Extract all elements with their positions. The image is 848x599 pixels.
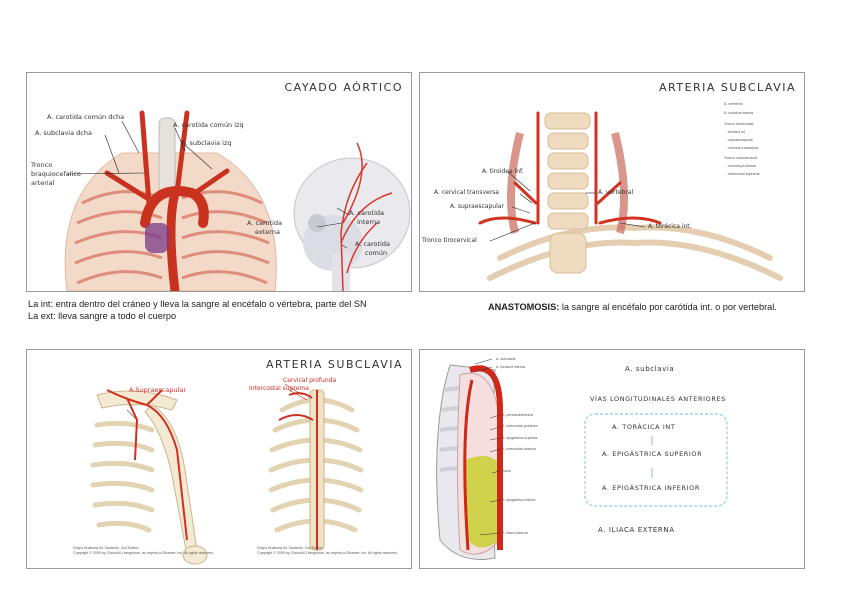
credit-line: Copyright © 2009 by Churchill Livingston… bbox=[73, 551, 214, 555]
subclavia-neck-illustration bbox=[478, 111, 783, 281]
label-carotida-comun-dcha: A. carotida común dcha bbox=[47, 113, 125, 121]
label-subclavia-izq: A. subclavia izq bbox=[181, 139, 232, 147]
caption-line: La int: entra dentro del cráneo y lleva … bbox=[28, 299, 367, 309]
credit-line: Copyright © 2009 by Churchill Livingston… bbox=[257, 551, 398, 555]
label-subclavia-dcha: A. subclavia dcha bbox=[35, 129, 92, 137]
atlas-label: A. epigástrica superior bbox=[502, 436, 538, 440]
panel-arteria-subclavia-1: ARTERIA SUBCLAVIA A. tiroidea inf. A. ce… bbox=[419, 72, 805, 292]
credit-line: Gray's Anatomy for Students, 2nd Edition bbox=[73, 546, 139, 550]
panel-title: CAYADO AÓRTICO bbox=[284, 81, 403, 94]
diagram-top: A. subclavia bbox=[625, 365, 675, 373]
atlas-label: A. torácica interna bbox=[496, 365, 525, 369]
label-intercostal-suprema-red: Intercostal suprema bbox=[249, 385, 309, 392]
atlas-label: A. pericardiofrénica bbox=[502, 413, 533, 417]
note-item: Tronco tirocervical: bbox=[724, 122, 755, 126]
atlas-label: A. epigástrica inferior bbox=[502, 498, 536, 502]
subclavia-atlas-illustration bbox=[90, 383, 364, 565]
note-item: - cervical transversa bbox=[726, 146, 759, 150]
atlas-label: A. intercostal anterior bbox=[502, 447, 536, 451]
atlas-label: Aorta bbox=[502, 469, 511, 473]
panel-title: ARTERIA SUBCLAVIA bbox=[658, 81, 796, 94]
credit-line: Gray's Anatomy for Students, 2nd Edition bbox=[257, 546, 323, 550]
caption-line: La ext: lleva sangre a todo el cuerpo bbox=[28, 311, 177, 321]
label-cervical-transversa: A. cervical transversa bbox=[434, 189, 499, 196]
atlas-label: A. subclavia bbox=[496, 357, 516, 361]
label-tronco: Tronco bbox=[31, 161, 53, 169]
note-item: - tiroidea inf bbox=[726, 130, 745, 134]
panel-cayado-aortico: CAYADO AÓRTICO A. carotida común dcha A.… bbox=[26, 72, 412, 292]
label-supraescapular-red: A.Supraescapular bbox=[129, 386, 187, 394]
panel-title: ARTERIA SUBCLAVIA bbox=[265, 358, 403, 371]
label-carotida-comun: común bbox=[365, 249, 388, 257]
label-carotida-externa: externa bbox=[255, 228, 280, 236]
note-item: - intercostal suprema bbox=[726, 172, 760, 176]
label-carotida-comun-izq: A. carotida común izq bbox=[173, 121, 244, 129]
torso-section-illustration bbox=[436, 358, 728, 561]
caption-carotida: La int: entra dentro del cráneo y lleva … bbox=[28, 298, 367, 322]
atlas-label: A. iliaca externa bbox=[502, 531, 528, 535]
panel-arteria-subclavia-2: ARTERIA SUBCLAVIA A.Supraescapular Cervi… bbox=[26, 349, 412, 569]
note-item: Tronco costocervical: bbox=[724, 156, 758, 160]
diagram-header: VÍAS LONGITUDINALES ANTERIORES bbox=[590, 395, 726, 403]
panel-vias-longitudinales: A. subclavia A. torácica interna A. peri… bbox=[419, 349, 805, 569]
caption-bold: ANASTOMOSIS: bbox=[488, 302, 560, 312]
label-tronco: braquiocefalico bbox=[31, 170, 81, 178]
caption-rest: la sangre al encéfalo por carótida int. … bbox=[559, 302, 777, 312]
note-item: - supraescapular bbox=[726, 138, 753, 142]
label-tronco-tirocervical: Tronco tirocervical bbox=[422, 237, 477, 244]
label-supraescapular: A. supraescapular bbox=[450, 203, 504, 210]
label-carotida-externa: A. carotida bbox=[247, 219, 282, 227]
label-tiroidea-inf: A. tiroidea inf. bbox=[482, 168, 524, 175]
label-cervical-profunda-red: Cervical profunda bbox=[283, 377, 337, 384]
note-item: A. torácica interna bbox=[724, 111, 753, 115]
cayado-aortico-illustration bbox=[64, 110, 411, 291]
note-item: - cervical profunda bbox=[726, 164, 756, 168]
label-carotida-interna: A. carotida bbox=[349, 209, 384, 217]
note-item: A. vertebral bbox=[724, 102, 743, 106]
diagram-step: A. EPIGÁSTRICA SUPERIOR bbox=[602, 450, 703, 458]
label-carotida-interna: interna bbox=[357, 218, 381, 226]
atlas-label: A. intercostal posterior bbox=[502, 424, 538, 428]
caption-anastomosis: ANASTOMOSIS: la sangre al encéfalo por c… bbox=[488, 301, 777, 313]
diagram-step: A. TORÁCICA INT bbox=[612, 423, 676, 431]
label-tronco: arterial bbox=[31, 179, 55, 187]
diagram-bottom: A. ILIACA EXTERNA bbox=[598, 526, 675, 534]
label-toracica-int: A. torácica int. bbox=[648, 223, 692, 230]
diagram-step: A. EPIGÁSTRICA INFERIOR bbox=[602, 484, 700, 492]
label-carotida-comun: A. carotida bbox=[355, 240, 390, 248]
label-vertebral: A. vertebral bbox=[598, 189, 634, 196]
